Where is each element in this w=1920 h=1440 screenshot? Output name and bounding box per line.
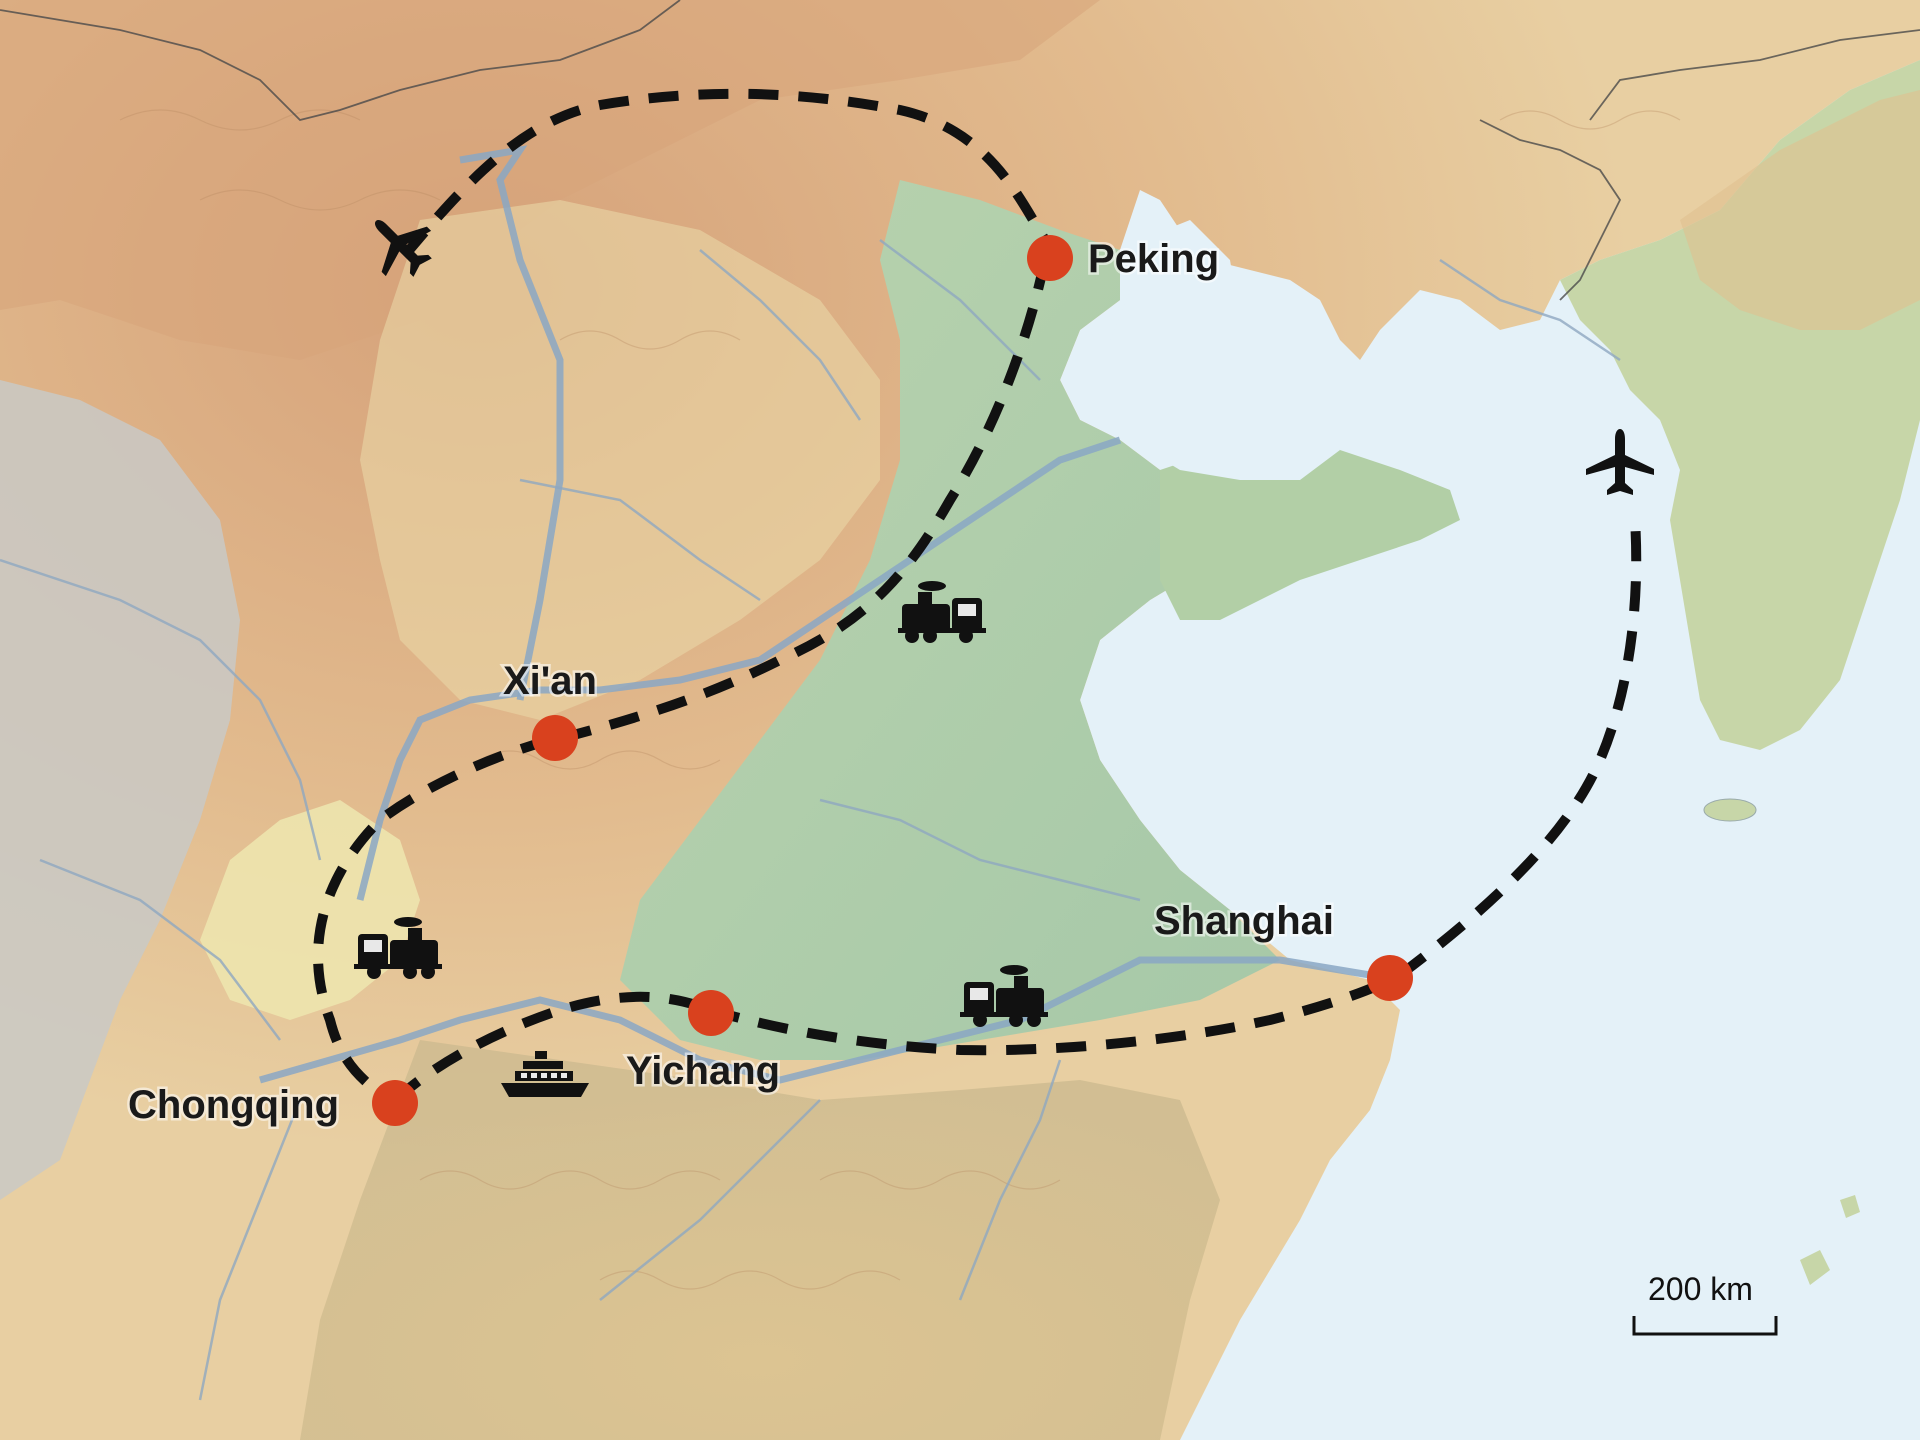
city-label-shanghai: Shanghai — [1154, 899, 1334, 943]
southern-hills — [300, 1040, 1220, 1440]
loess-plateau — [360, 200, 880, 720]
jeju-island — [1703, 798, 1757, 822]
train-icon — [354, 917, 442, 979]
airplane-icon — [1586, 429, 1654, 495]
city-marker-peking — [1027, 235, 1073, 281]
korea-highlands — [1680, 90, 1920, 330]
scale-bar: 200 km — [1632, 1271, 1778, 1336]
city-marker-yichang — [688, 990, 734, 1036]
city-label-xian: Xi'an — [503, 659, 597, 703]
borders — [0, 0, 1920, 301]
city-label-peking: Peking — [1088, 237, 1219, 281]
northern-plateau — [0, 0, 1100, 360]
city-markers — [372, 235, 1413, 1126]
airplane-icon — [375, 220, 432, 277]
city-label-yichang: Yichang — [626, 1049, 780, 1093]
city-label-chongqing: Chongqing — [128, 1083, 339, 1127]
route-yichang-shanghai — [708, 975, 1393, 1056]
tibetan-highlands — [0, 380, 240, 1200]
coastal-islands — [1800, 1195, 1860, 1285]
train-icon — [898, 581, 986, 643]
route-xian-chongqing — [313, 735, 552, 1105]
route-flight-out — [1396, 519, 1642, 979]
city-marker-shanghai — [1367, 955, 1413, 1001]
travel-route — [313, 88, 1642, 1105]
train-icon — [960, 965, 1048, 1027]
route-peking-xian — [553, 258, 1050, 745]
relief-texture — [119, 109, 1681, 1290]
rivers — [0, 145, 1621, 1401]
route-flight-in — [401, 88, 1050, 259]
route-chongqing-yichang — [391, 991, 712, 1104]
city-marker-chongqing — [372, 1080, 418, 1126]
city-marker-xian — [532, 715, 578, 761]
ship-icon — [501, 1051, 589, 1097]
scale-bar-label: 200 km — [1648, 1271, 1753, 1307]
bohai-sea — [1100, 220, 1340, 480]
shandong-peninsula — [1160, 440, 1460, 620]
